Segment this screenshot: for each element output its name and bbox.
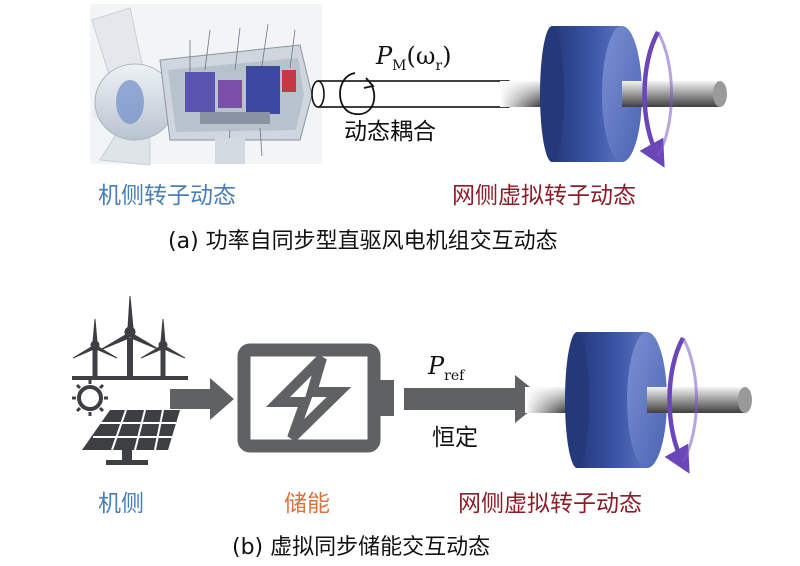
grid-side-rotor-label-a: 网侧虚拟转子动态 [452,183,636,209]
caption-a: (a) 功率自同步型直驱风电机组交互动态 [168,229,558,254]
machine-side-rotor-label: 机侧转子动态 [98,183,236,209]
machine-side-label: 机侧 [98,491,144,517]
wind-turbine-nacelle-illustration [90,4,322,166]
constant-label: 恒定 [432,425,478,451]
reference-power-formula: Pref [428,352,464,390]
coupling-argument-subscript: r [435,57,443,74]
storage-label: 储能 [284,491,330,517]
coupling-symbol: P [376,42,393,70]
wind-turbines-icon [72,295,188,380]
energy-storage-icon [237,343,394,453]
coupling-power-formula: PM(ωr) [376,42,452,80]
coupling-label: 动态耦合 [344,119,436,145]
reference-subscript: ref [444,367,465,384]
coupling-close: ) [442,42,452,70]
arrow-storage-to-grid [404,375,545,423]
virtual-rotor-b [525,332,752,468]
solar-panel-icon [82,409,180,465]
virtual-rotor-a [500,26,727,162]
arrow-source-to-storage [170,378,234,420]
coupling-subscript: M [392,57,407,74]
caption-b: (b) 虚拟同步储能交互动态 [232,535,491,560]
sun-icon [72,380,108,416]
rotation-arrow-icon [339,72,376,115]
coupling-argument: (ω [406,42,436,70]
grid-side-rotor-label-b: 网侧虚拟转子动态 [458,491,642,517]
reference-symbol: P [428,352,445,380]
